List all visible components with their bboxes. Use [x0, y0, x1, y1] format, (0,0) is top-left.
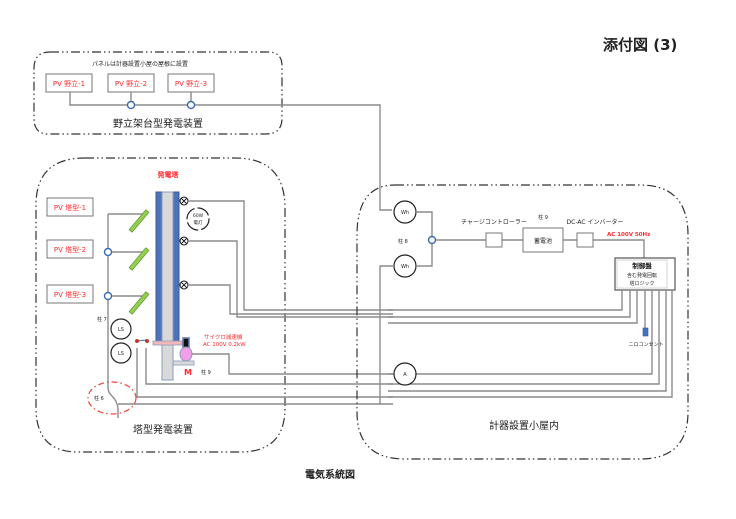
control-wire-6	[388, 290, 667, 392]
control-wire-3	[388, 290, 638, 324]
field-mount-feed-wire	[69, 92, 392, 211]
pv-field-panel-1: PV 野立-1	[45, 73, 93, 93]
pv-slat-icon	[128, 291, 150, 315]
diagram-caption: 電気系統図	[305, 468, 355, 481]
tower-core	[161, 191, 174, 381]
lamp-1-wire	[188, 200, 393, 311]
junction-node	[103, 291, 113, 301]
lamp-wattage: 60W	[193, 213, 204, 219]
pole-7-label: 柱 7	[97, 316, 107, 323]
pv-tower-panel-3: PV 塔型-3	[46, 284, 94, 304]
ac-output-label: AC 100V 50Hz	[607, 232, 650, 238]
pv-tower-panel-3-label: PV 塔型-3	[54, 290, 86, 299]
watt-hour-meter-lower: Wh	[393, 254, 417, 278]
pv-tower-panel-2-box	[46, 239, 94, 259]
tower-title: 塔型発電装置	[133, 423, 193, 436]
pv-field-panel-2-label: PV 野立-2	[115, 79, 147, 88]
limit-switch-label: LS	[118, 327, 124, 333]
battery-box[interactable]	[522, 227, 564, 253]
ammeter: A	[393, 362, 417, 386]
pv-slat-icon	[128, 247, 150, 271]
limit-switch-lower: LS	[110, 342, 132, 364]
lamp-icon	[179, 196, 189, 206]
field-mount-note: パネルは計器設置小屋の屋根に設置	[92, 60, 188, 68]
control-wire-2	[388, 290, 631, 318]
ammeter-label: A	[403, 372, 407, 378]
pv-field-panel-3-label: PV 野立-3	[175, 79, 207, 88]
junction-node	[103, 247, 113, 257]
tower-pv-bus-wire	[107, 214, 119, 418]
watt-hour-meter-label: Wh	[401, 264, 409, 270]
motor-wire	[192, 353, 393, 375]
pv-field-panel-3: PV 野立-3	[167, 73, 215, 93]
charge-controller-label: チャージコントローラー	[461, 219, 527, 226]
watt-hour-meter-label: Wh	[401, 210, 409, 216]
control-panel-inner	[616, 259, 668, 289]
pv-field-panel-1-label: PV 野立-1	[53, 79, 85, 88]
motor-symbol: M	[184, 368, 192, 377]
control-wire-5	[388, 290, 660, 385]
lamp-icon	[179, 280, 189, 290]
pv-tower-panel-1: PV 塔型-1	[46, 197, 94, 217]
switch-contact-icon	[145, 339, 149, 343]
pole-6-highlight	[87, 381, 137, 415]
watt-hour-meter-upper: Wh	[393, 200, 417, 224]
lamp-type: 電灯	[194, 219, 203, 226]
figure-number: 添付図 (3)	[603, 36, 677, 54]
tower-pv-branch-wires	[108, 213, 146, 297]
limit-switch-label: LS	[118, 351, 124, 357]
control-panel-line2: 塔ロジック	[629, 280, 654, 287]
pv-tower-panel-2: PV 塔型-2	[46, 239, 94, 259]
pole-9-shed-label: 柱 9	[538, 214, 548, 221]
field-mount-title: 野立架台型発電装置	[113, 117, 203, 130]
lamp-icon	[179, 236, 189, 246]
junction-node	[186, 100, 196, 110]
junction-node	[126, 100, 136, 110]
battery-label: 蓄電池	[534, 237, 552, 245]
pv-field-panel-2: PV 野立-2	[107, 73, 155, 93]
pv-field-panel-1-box	[45, 73, 93, 93]
lamp-3-wire	[188, 284, 393, 315]
shed-title: 計器設置小屋内	[489, 419, 559, 432]
lamp-callout: 60W 電灯	[186, 207, 210, 231]
tower-feed-wire	[379, 265, 394, 404]
outlet-icon	[642, 327, 649, 337]
pv-tower-panel-1-label: PV 塔型-1	[54, 203, 86, 212]
pv-tower-panel-3-box	[46, 284, 94, 304]
reducer-spec: AC 100V 0.2kW	[203, 342, 246, 348]
control-wire-7	[388, 290, 673, 398]
ammeter-wire	[416, 290, 653, 375]
field-mount-boundary	[33, 51, 283, 135]
inverter-label: DC-AC インバーター	[567, 218, 624, 226]
control-panel-line1: 含む発電回転	[627, 272, 657, 279]
pv-tower-panel-2-label: PV 塔型-2	[54, 245, 86, 254]
pole-6-label: 柱 6	[94, 395, 104, 402]
pole-8-label: 柱 8	[398, 238, 408, 245]
limit-switch-upper: LS	[110, 318, 132, 340]
shed-boundary	[356, 184, 689, 460]
dc-chain-wire	[436, 239, 645, 258]
field-mount-drop-wires	[130, 92, 192, 105]
motor-icon	[179, 346, 193, 362]
charge-controller-box[interactable]	[485, 232, 503, 248]
tower-label: 発電塔	[157, 170, 180, 179]
control-panel-title: 制御盤	[632, 261, 652, 270]
lamp-2-wire	[188, 240, 393, 318]
limit-switch-wire-b	[145, 348, 393, 385]
inverter-box[interactable]	[576, 232, 594, 248]
reducer-name: サイクロ減速機	[204, 333, 243, 341]
motor-mount	[172, 360, 195, 366]
pole-9-tower-label: 柱 9	[201, 369, 211, 376]
junction-node	[427, 235, 437, 245]
control-wire-1	[388, 290, 623, 311]
outlet-label: ニロコンセント	[628, 342, 663, 348]
pv-slat-icon	[128, 209, 150, 233]
tower-flange	[152, 340, 183, 346]
pv-tower-panel-1-box	[46, 197, 94, 217]
limit-switch-wire-a	[136, 348, 393, 398]
switch-contact-icon	[135, 339, 139, 343]
